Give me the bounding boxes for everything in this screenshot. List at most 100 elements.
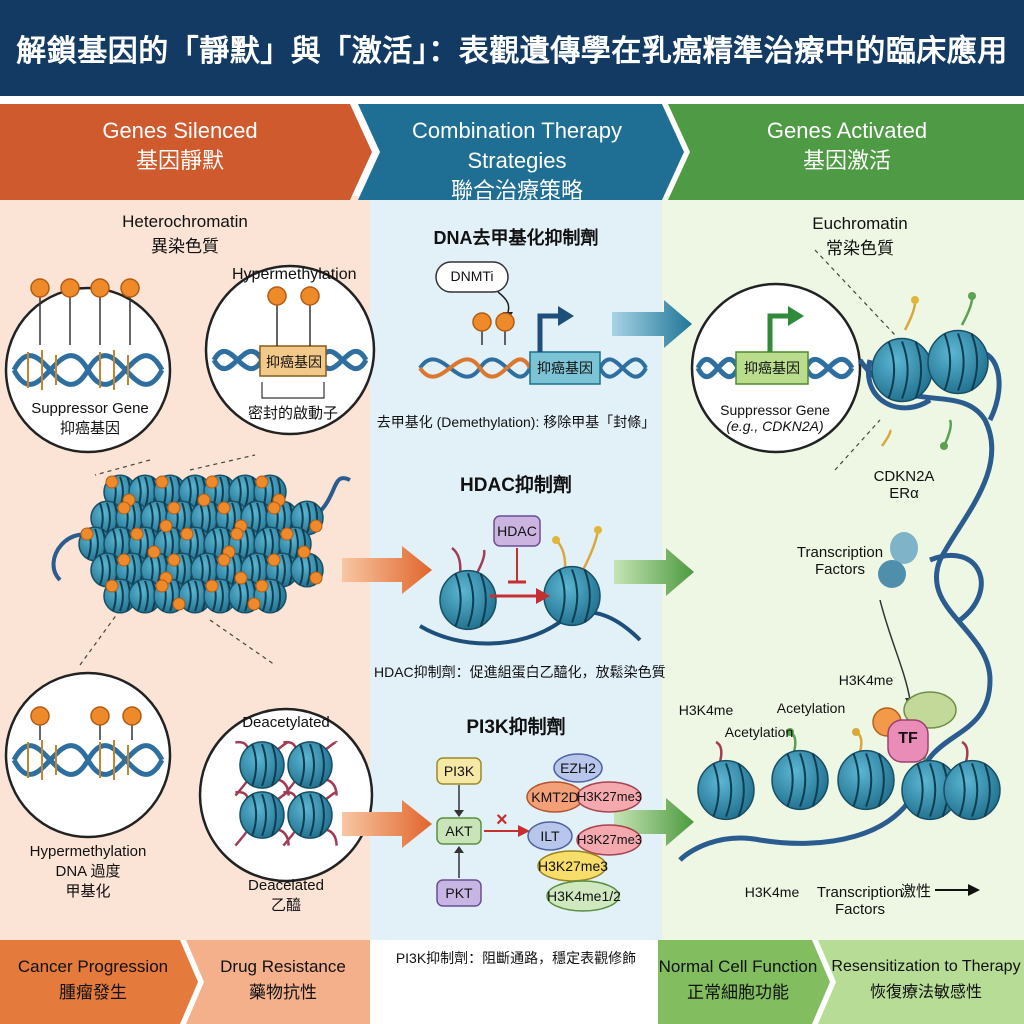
left-header: Genes Silenced 基因靜默 xyxy=(0,116,360,176)
histone-tail xyxy=(715,740,723,763)
acetyl-mark xyxy=(940,442,948,450)
left-header-en: Genes Silenced xyxy=(102,118,258,143)
histone-tail xyxy=(474,549,486,576)
activation-label: 激性 xyxy=(900,883,931,900)
footer-resensitization-zh: 恢復療法敏感性 xyxy=(869,984,982,1001)
methyl-mark xyxy=(267,553,281,567)
footer-normal-cell-function: Normal Cell Function 正常細胞功能 xyxy=(658,954,818,1006)
acetylation-label-2: Acetylation xyxy=(776,700,846,716)
methyl-groups xyxy=(30,278,140,345)
pi3k-inhibitor-title: PI3K抑制劑 xyxy=(466,717,566,738)
deacetylated-nucleosome xyxy=(287,741,333,789)
footer-normal-cell-function-zh: 正常細胞功能 xyxy=(687,983,789,1002)
mid-header-en: Combination Therapy Strategies xyxy=(412,118,622,173)
acetylation-label-1: Acetylation xyxy=(724,724,794,740)
methyl-mark xyxy=(167,553,181,567)
footer-normal-cell-function-en: Normal Cell Function xyxy=(658,957,818,976)
h3k4me-top-label: H3K4me xyxy=(838,672,894,688)
right-connectors xyxy=(814,249,896,471)
h3k4me-left-label: H3K4me xyxy=(678,702,734,718)
methyl-mark xyxy=(159,519,173,533)
active-nucleosome xyxy=(943,759,1001,821)
dnmti-label: DNMTi xyxy=(450,268,494,284)
acetyl-mark xyxy=(594,526,602,534)
hdac-art xyxy=(418,515,642,646)
hdac-nucleosome-closed xyxy=(439,569,497,631)
arrow-mid-right-2 xyxy=(614,548,694,596)
histone-tail xyxy=(580,529,600,573)
footer-shapes xyxy=(0,940,1024,1024)
hdac-inhibitor-title: HDAC抑制劑 xyxy=(460,475,572,496)
deacetylated-nucleosome xyxy=(239,741,285,789)
transcription-factors-bottom-label: Transcription Factors xyxy=(810,884,910,918)
cluster-nucleosome xyxy=(90,552,124,588)
methyl-mark xyxy=(130,527,144,541)
akt-node: AKT xyxy=(445,823,473,839)
circle-bottom-right xyxy=(198,707,374,883)
methyl-mark xyxy=(247,597,261,611)
circle-bottom-left xyxy=(4,671,172,839)
arrow-mid-right-1 xyxy=(612,300,692,348)
eu-suppressor-en: Suppressor Gene xyxy=(720,402,830,418)
euchromatin-label: Euchromatin 常染色質 xyxy=(790,214,930,259)
methyl-mark xyxy=(155,475,169,489)
circle-top-right xyxy=(204,264,376,436)
right-header: Genes Activated 基因激活 xyxy=(670,116,1024,176)
methyl-mark xyxy=(105,475,119,489)
heterochromatin-label: Heterochromatin 異染色質 xyxy=(100,212,270,257)
arrow-left-mid-1 xyxy=(342,546,432,594)
pkt-node: PKT xyxy=(445,885,473,901)
pi3k-art: × xyxy=(436,753,642,912)
right-header-shape xyxy=(668,104,1024,200)
deacetylated-nucleosome xyxy=(287,791,333,839)
methyl-mark xyxy=(267,501,281,515)
euchromatin-zh: 常染色質 xyxy=(826,239,894,258)
footer-drug-resistance-zh: 藥物抗性 xyxy=(249,983,317,1002)
hdac-box-label: HDAC xyxy=(497,523,537,539)
methyl-mark xyxy=(180,527,194,541)
left-connectors xyxy=(79,454,276,666)
active-nucleosome xyxy=(697,759,755,821)
era-label: ERα xyxy=(889,485,919,502)
hypermethylation-bottom-en: Hypermethylation xyxy=(29,843,147,860)
footer-drug-resistance: Drug Resistance 藥物抗性 xyxy=(196,954,370,1006)
methyl-mark xyxy=(105,579,119,593)
methyl-mark xyxy=(155,579,169,593)
methyl-mark xyxy=(205,579,219,593)
histone-tail xyxy=(880,429,892,447)
methyl-mark xyxy=(205,475,219,489)
footer-cancer-progression: Cancer Progression 腫瘤發生 xyxy=(0,954,186,1006)
dnmti-gene-box-label: 抑癌基因 xyxy=(537,360,593,376)
acetyl-mark xyxy=(968,292,976,300)
methyl-mark xyxy=(309,571,323,585)
eu-suppressor-label: Suppressor Gene (e.g., CDKN2A) xyxy=(700,402,850,434)
acetyl-mark xyxy=(552,536,560,544)
pi3k-caption: PI3K抑制劑：阻斷通路，穩定表觀修飾 xyxy=(395,950,637,966)
active-nucleosome xyxy=(837,749,895,811)
left-header-shape xyxy=(0,104,372,200)
deacelated-zh: 乙醯 xyxy=(270,897,301,914)
dense-promoter-label: 密封的啟動子 xyxy=(247,405,338,422)
methyl-mark xyxy=(234,571,248,585)
active-nucleosome xyxy=(771,749,829,811)
h3k4me-bottom-label: H3K4me xyxy=(744,884,800,900)
footer-cancer-progression-en: Cancer Progression xyxy=(17,957,169,976)
deacetylated-label: Deacetylated xyxy=(242,714,330,731)
histone-tail xyxy=(942,419,952,447)
histone-tail xyxy=(961,740,969,763)
methyl-mark xyxy=(280,527,294,541)
tf-complex-label: TF xyxy=(898,730,918,747)
euchromatin-nucleosome xyxy=(927,329,989,395)
deacetylated-nucleosome xyxy=(239,791,285,839)
dnmti-art xyxy=(418,261,648,385)
h3k27me3-node-a: H3K27me3 xyxy=(577,789,643,804)
header-banners xyxy=(0,104,1024,200)
hypermethylation-top-label: Hypermethylation xyxy=(232,266,357,283)
tf-complex xyxy=(872,691,957,763)
tf-blob-top xyxy=(878,532,918,588)
mid-header-shape xyxy=(358,104,684,200)
methyl-mark xyxy=(217,553,231,567)
arrow-left-mid-2 xyxy=(342,800,432,848)
deacelated-label: Deacelated 乙醯 xyxy=(236,876,336,916)
